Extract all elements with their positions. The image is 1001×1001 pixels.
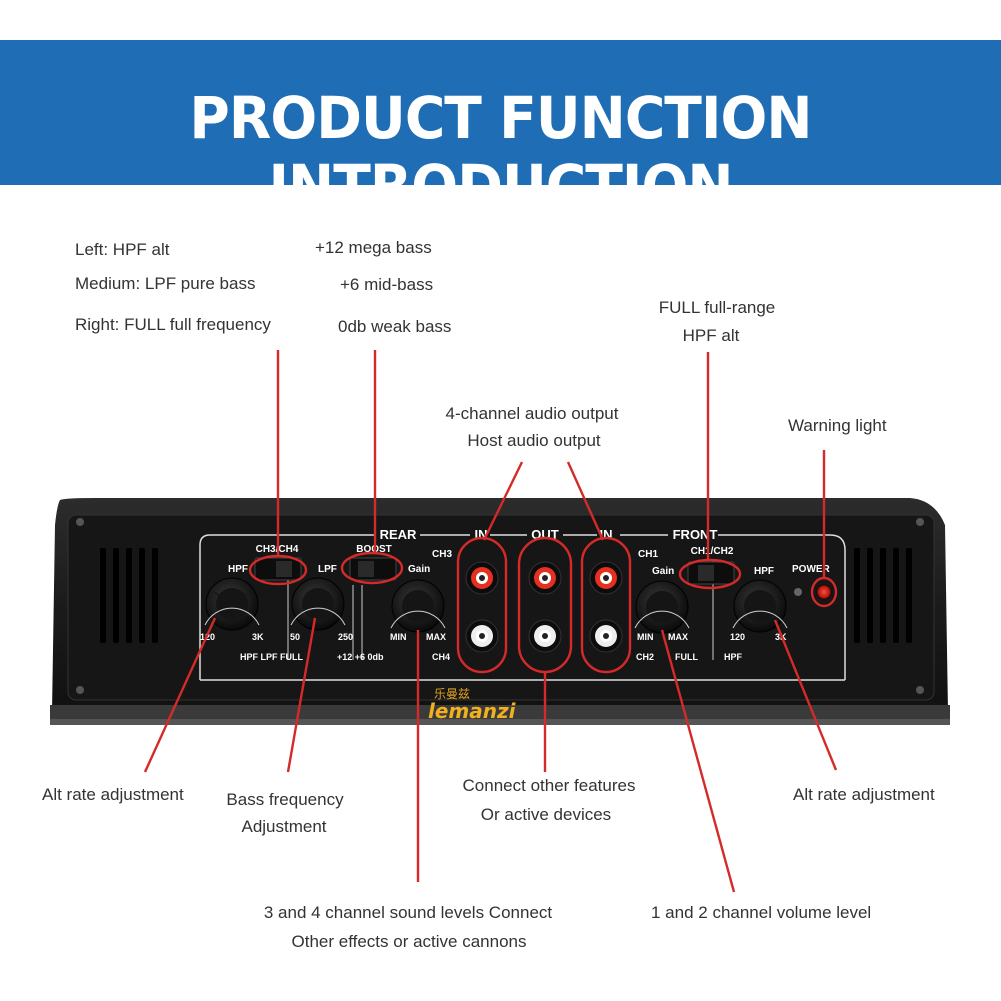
highlight-in-right bbox=[580, 536, 632, 674]
bass-adjustment-label: Adjustment bbox=[241, 817, 327, 836]
gain-front-min: MIN bbox=[637, 632, 654, 642]
rca-in-left-red[interactable] bbox=[465, 561, 499, 595]
brand-logo-cn: 乐曼兹 bbox=[434, 687, 470, 701]
hpf-rear-knob[interactable] bbox=[205, 577, 259, 631]
lpf-knob[interactable] bbox=[291, 577, 345, 631]
ch4-label: CH4 bbox=[432, 652, 450, 662]
highlight-boost-switch bbox=[340, 551, 404, 585]
page-title: PRODUCT FUNCTION INTRODUCTION bbox=[189, 84, 812, 220]
hpf-front-min: 120 bbox=[730, 632, 745, 642]
audio-output-label: 4-channel audio output bbox=[445, 404, 619, 423]
gain-rear-min: MIN bbox=[390, 632, 407, 642]
full-label: FULL bbox=[675, 652, 698, 662]
alt-rate-right-label: Alt rate adjustment bbox=[793, 785, 935, 804]
indicator-led bbox=[794, 588, 802, 596]
highlight-ch12-switch bbox=[678, 558, 742, 590]
power-label: POWER bbox=[792, 564, 831, 575]
front-label: FRONT bbox=[673, 527, 718, 542]
gain-rear-knob[interactable] bbox=[391, 579, 445, 633]
hpf-front-knob[interactable] bbox=[733, 579, 787, 633]
hpf-mode-medium-label: Medium: LPF pure bass bbox=[75, 274, 256, 293]
hpf-rear-modes: HPF LPF FULL bbox=[240, 652, 303, 662]
front-mode-hpf-label: HPF alt bbox=[682, 326, 740, 345]
ch12-volume-label: 1 and 2 channel volume level bbox=[651, 903, 872, 922]
switch-ch12-label: CH1/CH2 bbox=[691, 546, 734, 557]
lpf-min: 50 bbox=[290, 632, 300, 642]
host-output-label: Host audio output bbox=[467, 431, 601, 450]
rca-in-right-white[interactable] bbox=[589, 619, 623, 653]
hpf-mode-left-label: Left: HPF alt bbox=[75, 240, 170, 259]
screw bbox=[916, 686, 924, 694]
rear-label: REAR bbox=[380, 527, 417, 542]
vent-right bbox=[854, 548, 912, 643]
title-banner: PRODUCT FUNCTION INTRODUCTION bbox=[0, 40, 1001, 220]
ch34-effects-label: Other effects or active cannons bbox=[291, 932, 527, 951]
hpf-rear-label: HPF bbox=[228, 564, 248, 575]
warning-light-led bbox=[816, 584, 832, 600]
ch2-label: CH2 bbox=[636, 652, 654, 662]
ch3-label: CH3 bbox=[432, 549, 452, 560]
gain-rear-label: Gain bbox=[408, 564, 430, 575]
warning-light-label: Warning light bbox=[788, 416, 887, 435]
rca-in-left-white[interactable] bbox=[465, 619, 499, 653]
ch34-levels-label: 3 and 4 channel sound levels Connect bbox=[263, 903, 553, 922]
hpf-mode-right-label: Right: FULL full frequency bbox=[75, 315, 271, 334]
boost-values: +12 +6 0db bbox=[337, 652, 384, 662]
rca-out-red[interactable] bbox=[528, 561, 562, 595]
rca-in-right-red[interactable] bbox=[589, 561, 623, 595]
hpf-front-bottom-label: HPF bbox=[724, 652, 743, 662]
front-mode-full-label: FULL full-range bbox=[658, 298, 776, 317]
screw bbox=[76, 518, 84, 526]
hpf-front-label: HPF bbox=[754, 566, 774, 577]
rca-out-white[interactable] bbox=[528, 619, 562, 653]
active-devices-label: Or active devices bbox=[480, 805, 612, 824]
boost-0-label: 0db weak bass bbox=[338, 317, 452, 336]
brand-logo: lemanzi bbox=[428, 699, 517, 723]
connect-other-label: Connect other features bbox=[462, 776, 636, 795]
gain-front-label: Gain bbox=[652, 566, 674, 577]
bass-frequency-label: Bass frequency bbox=[226, 790, 344, 809]
alt-rate-left-label: Alt rate adjustment bbox=[42, 785, 184, 804]
lpf-max: 250 bbox=[338, 632, 353, 642]
ch1-label: CH1 bbox=[638, 549, 658, 560]
front-plate bbox=[67, 514, 935, 701]
gain-front-knob[interactable] bbox=[635, 580, 689, 634]
boost-12-label: +12 mega bass bbox=[315, 238, 432, 257]
vent-left bbox=[100, 548, 158, 643]
highlight-in-left bbox=[456, 536, 508, 674]
lpf-label: LPF bbox=[318, 564, 337, 575]
gain-front-max: MAX bbox=[668, 632, 688, 642]
screw bbox=[76, 686, 84, 694]
gain-rear-max: MAX bbox=[426, 632, 446, 642]
screw bbox=[916, 518, 924, 526]
hpf-rear-max: 3K bbox=[252, 632, 264, 642]
boost-6-label: +6 mid-bass bbox=[340, 275, 434, 294]
